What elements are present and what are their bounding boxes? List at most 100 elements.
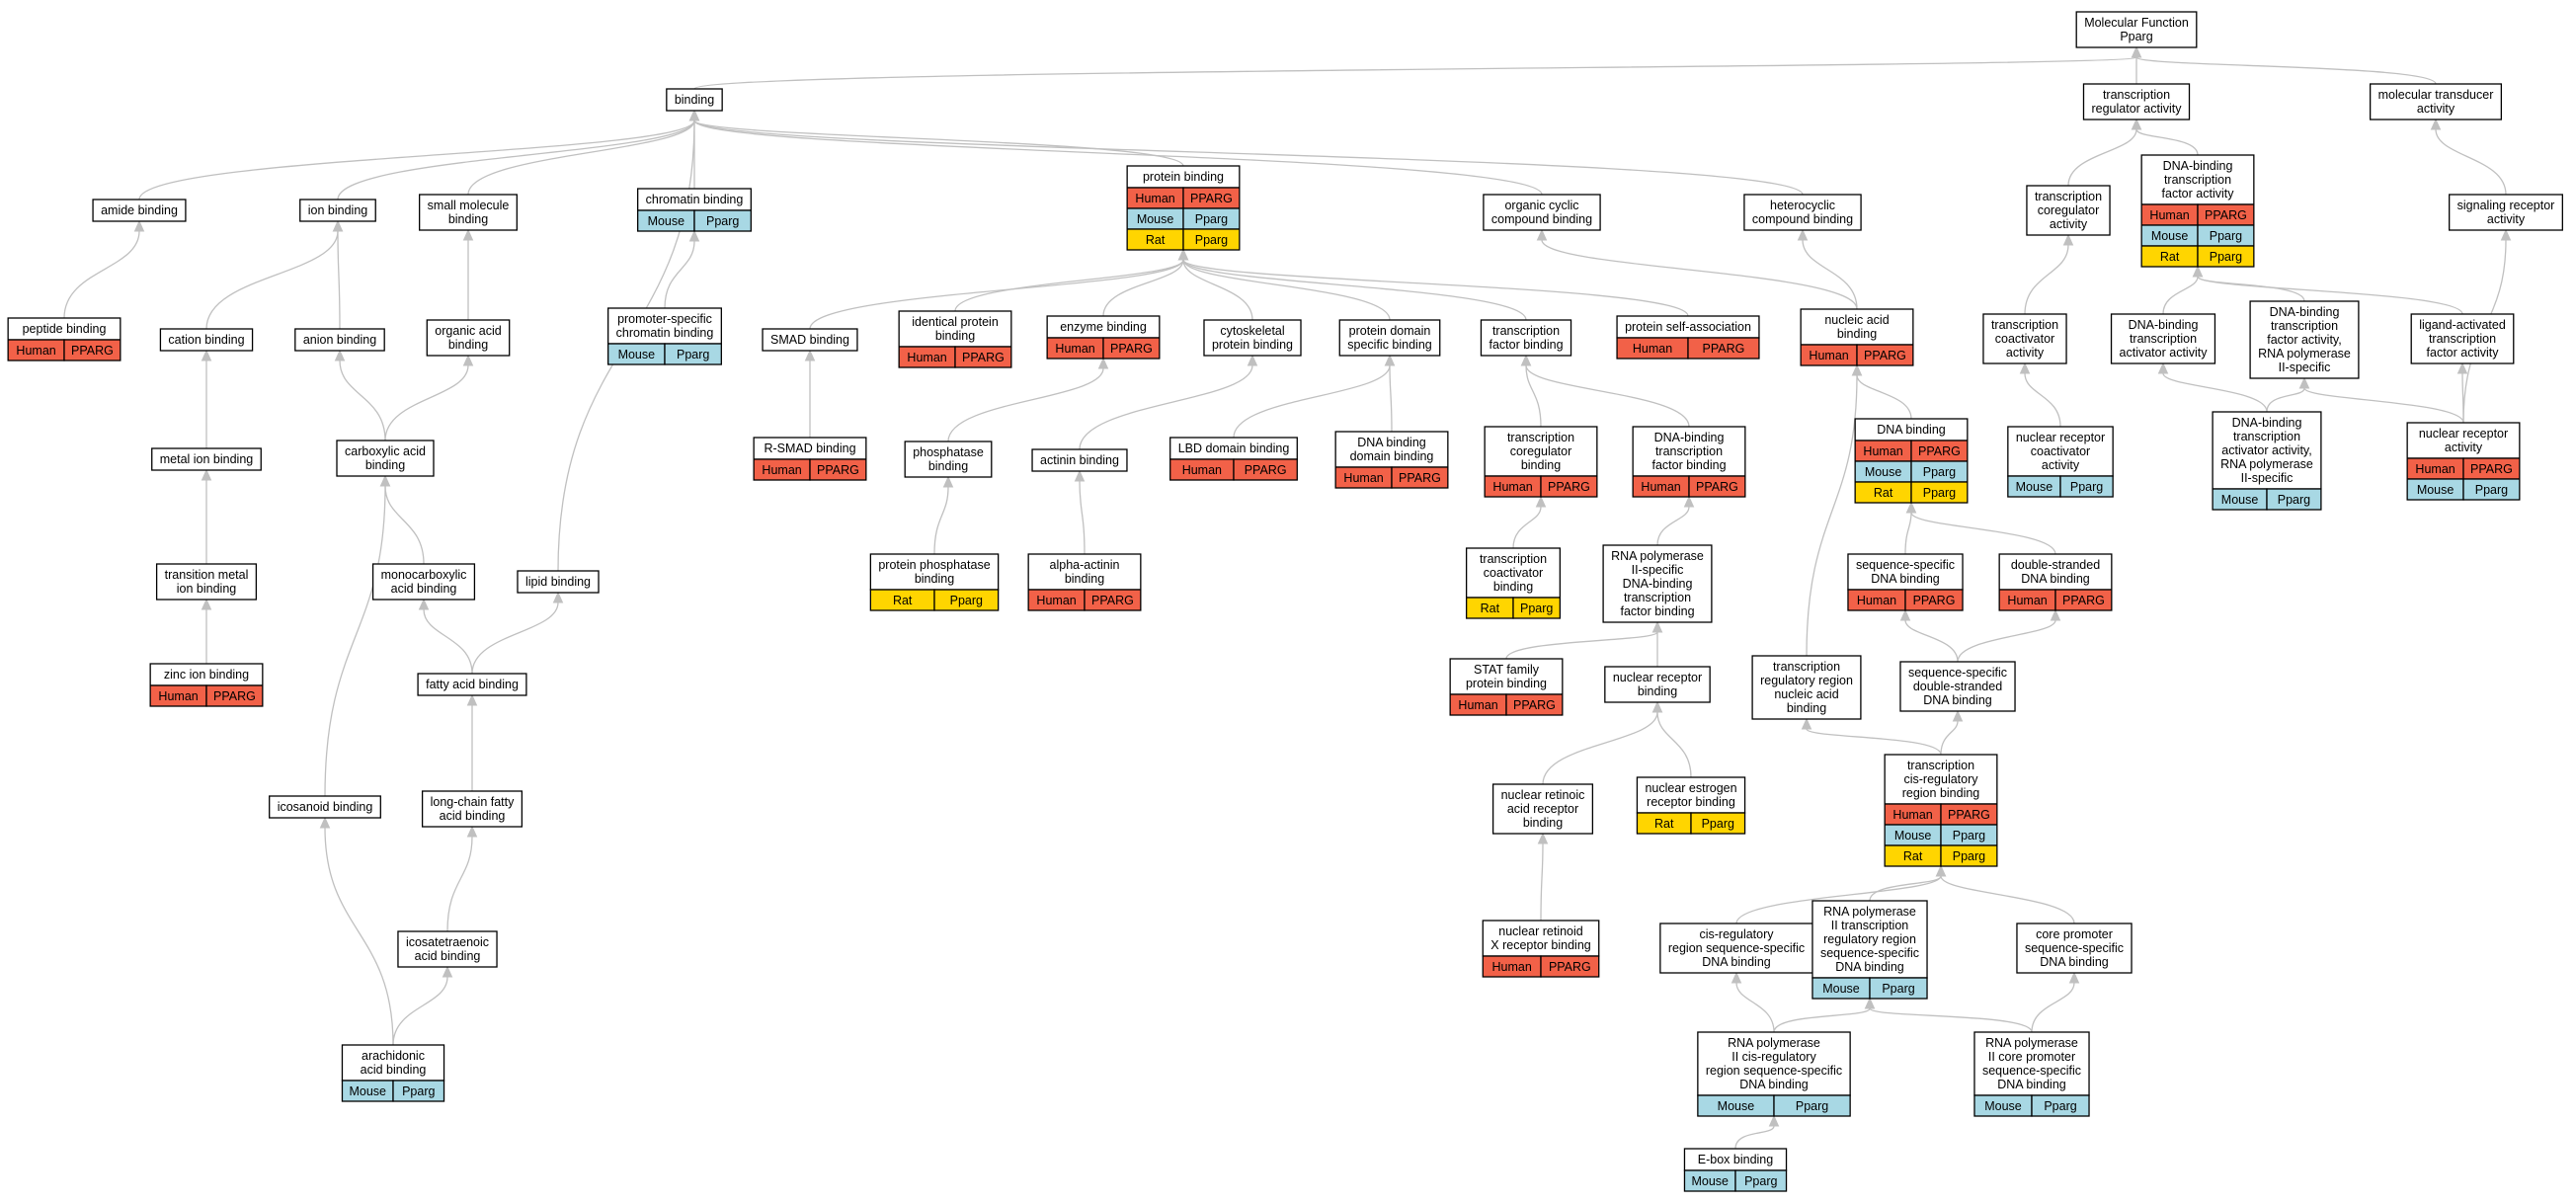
gene-label: Pparg (706, 214, 739, 228)
node-lipid[interactable]: lipid binding (517, 570, 600, 594)
node-smad[interactable]: SMAD binding (762, 328, 858, 352)
node-nrca[interactable]: nuclear receptorcoactivatoractivityMouse… (2007, 426, 2114, 498)
edge-lbd-to-pdsb (1233, 364, 1391, 439)
gene-label: PPARG (1696, 480, 1738, 494)
node-actinin[interactable]: actinin binding (1031, 448, 1128, 472)
node-ion[interactable]: ion binding (299, 199, 376, 222)
node-label-line: protein self-association (1625, 320, 1751, 334)
edge-phosph-to-enzyme (947, 367, 1104, 442)
node-metalion[interactable]: metal ion binding (151, 447, 262, 471)
node-box (1027, 553, 1142, 591)
node-icosanoid[interactable]: icosanoid binding (269, 795, 381, 819)
node-label-line: signaling receptor (2457, 199, 2555, 212)
edge-psa-to-protein (1182, 259, 1689, 317)
node-label-line: region binding (1902, 786, 1980, 800)
species-label: Rat (1903, 849, 1923, 863)
gene-cell (1182, 228, 1241, 251)
species-label: Mouse (1865, 465, 1902, 479)
node-cation[interactable]: cation binding (159, 328, 254, 352)
node-label-line: transcription (2271, 319, 2338, 333)
edge-arrowhead (552, 591, 564, 603)
node-label-line: domain binding (1350, 449, 1434, 463)
node-label-line: DNA binding (2040, 955, 2109, 969)
edge-peptide-to-amide (63, 230, 140, 319)
edge-arrowhead (1864, 997, 1876, 1009)
edge-trrnab-to-nab (1806, 374, 1858, 657)
edge-arrowhead (1935, 864, 1947, 877)
edge-arrowhead (1952, 709, 1964, 722)
gene-cell (1856, 344, 1914, 366)
node-fatty[interactable]: fatty acid binding (417, 673, 527, 696)
node-binding[interactable]: binding (666, 88, 723, 112)
node-rnap2[interactable]: RNA polymeraseII-specificDNA-bindingtran… (1602, 544, 1713, 623)
node-anion[interactable]: anion binding (294, 328, 385, 352)
edge-ssdsdna-to-ssdna (1904, 619, 1959, 663)
edge-arrowhead (2430, 118, 2442, 130)
edge-monocarb-to-carbox (384, 485, 425, 565)
node-box (299, 199, 376, 222)
node-amide[interactable]: amide binding (92, 199, 187, 222)
